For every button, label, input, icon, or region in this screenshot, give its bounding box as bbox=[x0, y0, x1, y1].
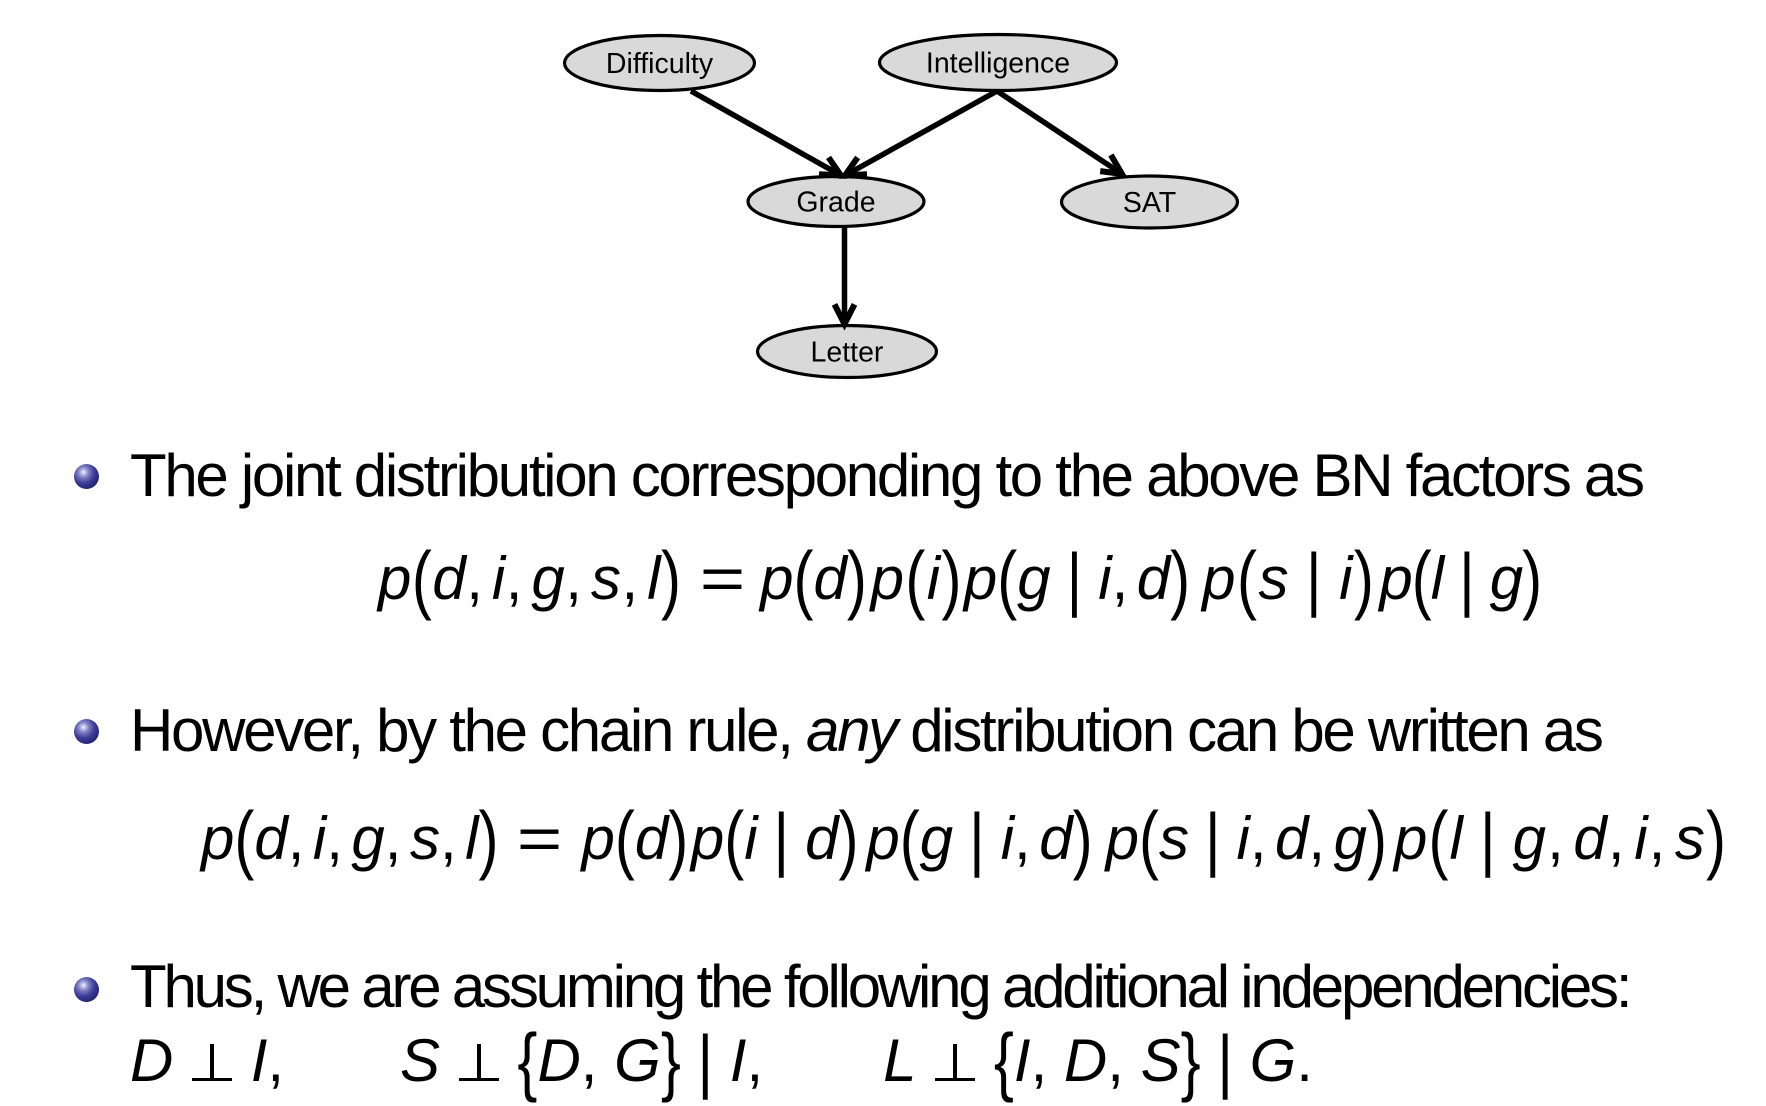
svg-text:Letter: Letter bbox=[811, 337, 884, 369]
svg-text:Grade: Grade bbox=[796, 187, 875, 219]
svg-text:Difficulty: Difficulty bbox=[606, 48, 714, 80]
svg-text:Intelligence: Intelligence bbox=[926, 48, 1070, 80]
svg-text:SAT: SAT bbox=[1123, 187, 1176, 219]
